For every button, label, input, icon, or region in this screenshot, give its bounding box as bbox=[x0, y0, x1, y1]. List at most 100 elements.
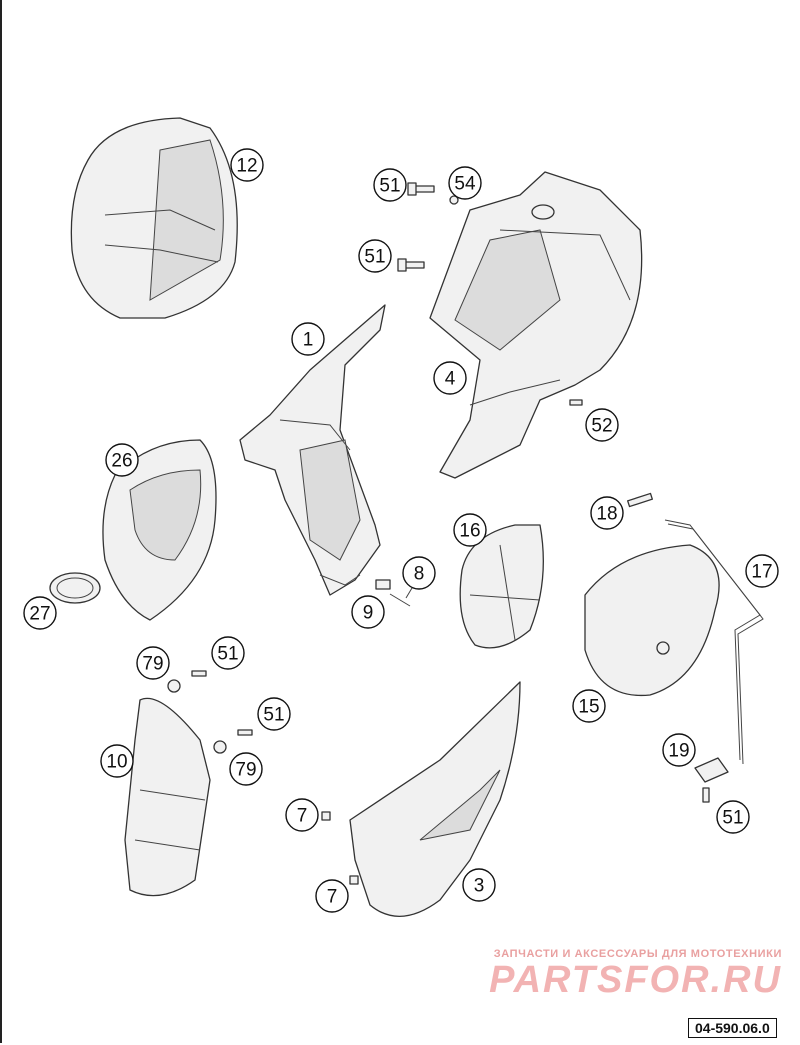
callout-7-c7b: 7 bbox=[315, 879, 349, 913]
callout-circle bbox=[745, 554, 779, 588]
callout-1-c1: 1 bbox=[291, 322, 325, 356]
callout-layer: 12 51 54 51 1 4 52 26 16 18 8 17 9 27 79 51 15 51 10 79 19 7 5… bbox=[23, 148, 779, 913]
callout-label: 4 bbox=[445, 369, 456, 390]
watermark-tagline: ЗАПЧАСТИ И АКСЕССУАРЫ ДЛЯ МОТОТЕХНИКИ bbox=[493, 948, 782, 960]
callout-circle bbox=[662, 733, 696, 767]
callout-54-c54: 54 bbox=[448, 166, 482, 200]
fasteners bbox=[167, 182, 710, 885]
callout-label: 15 bbox=[578, 697, 599, 718]
callout-circle bbox=[572, 689, 606, 723]
drawing-number: 04-590.06.0 bbox=[688, 1018, 777, 1038]
callout-circle bbox=[100, 744, 134, 778]
callout-circle bbox=[105, 443, 139, 477]
callout-label: 16 bbox=[459, 521, 480, 542]
callout-51-c51a: 51 bbox=[373, 168, 407, 202]
grommet-9 bbox=[375, 579, 391, 590]
callout-8-c8: 8 bbox=[402, 556, 436, 590]
callout-label: 54 bbox=[454, 174, 476, 195]
part-27-clamp bbox=[49, 572, 101, 604]
part-26-filter-element bbox=[102, 439, 217, 621]
bolt-51-middle bbox=[397, 258, 425, 272]
callout-7-c7a: 7 bbox=[285, 798, 319, 832]
callout-26-c26: 26 bbox=[105, 443, 139, 477]
part-3-side-panel bbox=[349, 681, 521, 917]
callout-52-c52: 52 bbox=[585, 408, 619, 442]
callout-label: 52 bbox=[591, 416, 612, 437]
callout-circle bbox=[23, 596, 57, 630]
callout-circle bbox=[448, 166, 482, 200]
bolt-52 bbox=[569, 399, 583, 406]
callout-circle bbox=[291, 322, 325, 356]
part-4-airbox bbox=[429, 171, 643, 479]
part-16-filter-cage bbox=[459, 524, 544, 649]
part-17-wire-bracket bbox=[664, 519, 764, 765]
callout-circle bbox=[211, 636, 245, 670]
callout-51-c51b: 51 bbox=[358, 239, 392, 273]
callout-circle bbox=[285, 798, 319, 832]
callout-18-c18: 18 bbox=[590, 496, 624, 530]
callout-label: 27 bbox=[29, 604, 50, 625]
callout-label: 26 bbox=[111, 451, 132, 472]
callout-4-c4: 4 bbox=[433, 361, 467, 395]
callout-circle bbox=[590, 496, 624, 530]
callout-label: 12 bbox=[236, 156, 257, 177]
callout-label: 51 bbox=[379, 176, 400, 197]
callout-label: 3 bbox=[474, 876, 485, 897]
callout-label: 7 bbox=[297, 806, 308, 827]
callout-circle bbox=[351, 595, 385, 629]
part-10-intake-duct bbox=[124, 697, 211, 897]
callout-51-c51e: 51 bbox=[716, 800, 750, 834]
callout-circle bbox=[230, 148, 264, 182]
part-18-pin bbox=[627, 492, 653, 508]
part-1-inner-frame bbox=[239, 304, 386, 596]
washer-54 bbox=[449, 195, 459, 205]
callout-51-c51c: 51 bbox=[211, 636, 245, 670]
callout-circle bbox=[373, 168, 407, 202]
callout-15-c15: 15 bbox=[572, 689, 606, 723]
callout-circle bbox=[585, 408, 619, 442]
callout-19-c19: 19 bbox=[662, 733, 696, 767]
nut-7-lower bbox=[349, 875, 359, 885]
bolt-51-duct-lower bbox=[237, 729, 253, 736]
grommet-79-upper bbox=[167, 679, 181, 693]
part-15-air-filter bbox=[584, 544, 720, 697]
callout-79-c79a: 79 bbox=[136, 646, 170, 680]
callout-label: 19 bbox=[668, 741, 689, 762]
callout-label: 7 bbox=[327, 887, 338, 908]
callout-label: 18 bbox=[596, 504, 617, 525]
callout-circle bbox=[315, 879, 349, 913]
callout-label: 79 bbox=[142, 654, 163, 675]
callout-label: 1 bbox=[303, 330, 314, 351]
callout-3-c3: 3 bbox=[462, 868, 496, 902]
callout-label: 10 bbox=[106, 752, 127, 773]
bolt-51-duct-upper bbox=[191, 670, 207, 677]
screw-8 bbox=[389, 593, 411, 607]
leader-lines bbox=[405, 587, 413, 599]
callout-circle bbox=[136, 646, 170, 680]
callout-51-c51d: 51 bbox=[257, 697, 291, 731]
callout-79-c79b: 79 bbox=[229, 752, 263, 786]
callout-label: 9 bbox=[363, 603, 374, 624]
grommet-79-lower bbox=[213, 740, 227, 754]
callout-circle bbox=[402, 556, 436, 590]
callout-12-c12: 12 bbox=[230, 148, 264, 182]
watermark-brand: PARTSFOR.RU bbox=[489, 959, 782, 1001]
callout-label: 51 bbox=[263, 705, 284, 726]
callout-label: 8 bbox=[414, 564, 425, 585]
part-12-filter-cover bbox=[70, 117, 238, 319]
callout-circle bbox=[229, 752, 263, 786]
callout-label: 79 bbox=[235, 760, 256, 781]
bolt-51-upper bbox=[407, 182, 435, 196]
callout-9-c9: 9 bbox=[351, 595, 385, 629]
callout-label: 17 bbox=[751, 562, 772, 583]
part-19-clip bbox=[694, 757, 729, 783]
bolt-51-clip bbox=[702, 787, 710, 803]
callout-circle bbox=[462, 868, 496, 902]
callout-17-c17: 17 bbox=[745, 554, 779, 588]
callout-label: 51 bbox=[722, 808, 743, 829]
callout-circle bbox=[433, 361, 467, 395]
callout-circle bbox=[257, 697, 291, 731]
callout-circle bbox=[358, 239, 392, 273]
